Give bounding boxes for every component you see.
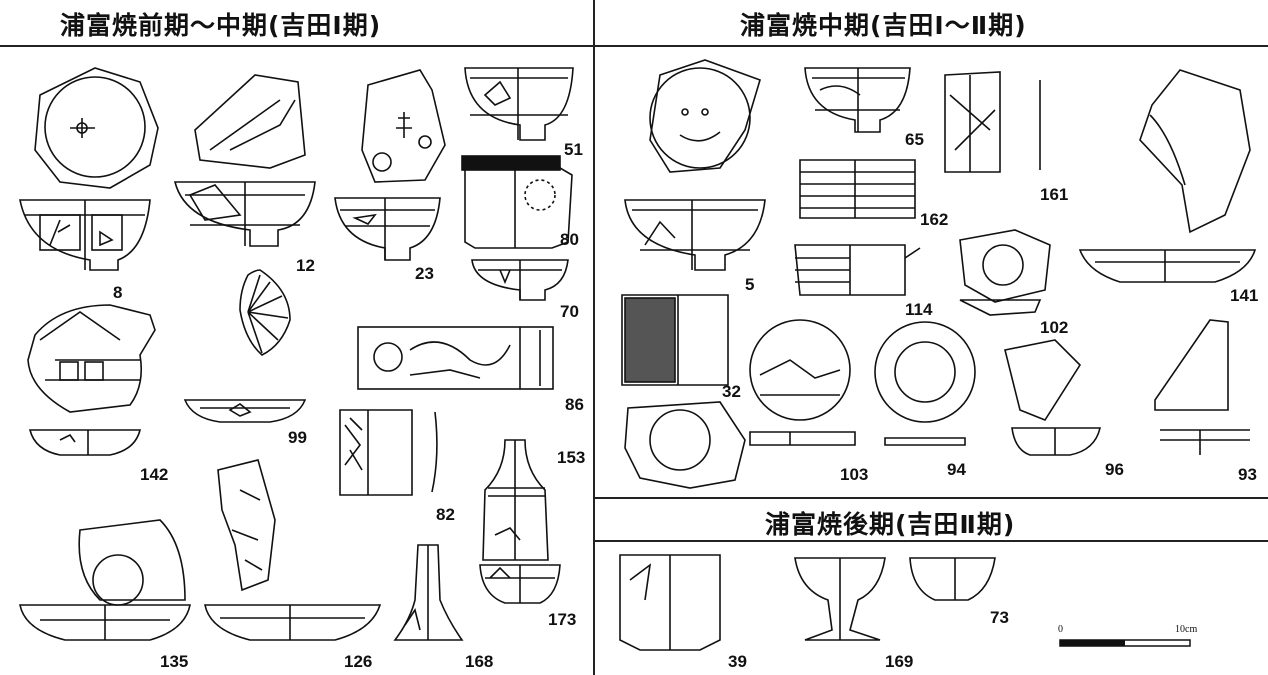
plate-103 — [749, 319, 856, 446]
late-section-bottom-rule — [595, 540, 1268, 542]
scale-label-start: 0 — [1058, 624, 1063, 635]
bowl-5 — [624, 199, 766, 271]
jar-32 — [621, 294, 729, 386]
label-142: 142 — [140, 465, 169, 484]
stem-cup-169 — [794, 557, 886, 641]
sherd-96 — [1004, 339, 1102, 456]
bottle-168 — [393, 544, 464, 641]
label-114: 114 — [905, 300, 933, 319]
box-86 — [357, 326, 554, 390]
label-32: 32 — [722, 382, 741, 401]
section-title-late: 浦富焼後期(吉田Ⅱ期) — [765, 510, 1016, 539]
plate-5-fragment — [649, 59, 761, 173]
label-80: 80 — [560, 230, 579, 249]
plate-142 — [27, 304, 156, 456]
plate-94 — [874, 321, 976, 446]
plate-126-bottom — [204, 604, 382, 641]
dish-141 — [1078, 249, 1257, 283]
label-86: 86 — [565, 395, 584, 414]
label-93: 93 — [1238, 465, 1257, 484]
plate-32-stamped — [624, 401, 746, 489]
label-162: 162 — [920, 210, 949, 229]
cup-51 — [464, 67, 574, 141]
label-161: 161 — [1040, 185, 1069, 204]
label-12: 12 — [296, 256, 315, 275]
label-99: 99 — [288, 428, 307, 447]
label-96: 96 — [1105, 460, 1124, 479]
cup-70 — [471, 259, 569, 301]
sherd-141 — [1139, 69, 1251, 234]
fragment-126 — [217, 459, 276, 592]
label-5: 5 — [745, 275, 755, 294]
label-23: 23 — [415, 264, 434, 283]
cup-73 — [909, 557, 996, 601]
label-73: 73 — [990, 608, 1009, 627]
label-153: 153 — [557, 448, 586, 467]
cup-65 — [804, 67, 911, 133]
section-title-mid: 浦富焼中期(吉田Ⅰ〜Ⅱ期) — [740, 11, 1027, 40]
label-103: 103 — [840, 465, 869, 484]
label-126: 126 — [344, 652, 373, 671]
label-173: 173 — [548, 610, 577, 629]
label-94: 94 — [947, 460, 966, 479]
cup-173 — [479, 564, 561, 604]
label-8: 8 — [113, 283, 123, 302]
jar-162 — [799, 159, 916, 219]
label-168: 168 — [465, 652, 494, 671]
bowl-12 — [173, 74, 316, 247]
sherd-161 — [944, 71, 1041, 173]
label-169: 169 — [885, 652, 914, 671]
label-82: 82 — [436, 505, 455, 524]
plate-135 — [19, 519, 191, 641]
vase-153 — [482, 439, 549, 561]
scale-label-end: 10cm — [1175, 624, 1198, 635]
pot-114 — [794, 244, 921, 296]
label-102: 102 — [1040, 318, 1069, 337]
jar-80 — [461, 155, 573, 249]
vertical-divider — [593, 0, 595, 675]
bowl-39 — [619, 554, 721, 651]
label-51: 51 — [564, 140, 583, 159]
dish-102 — [959, 229, 1051, 316]
bowl-23 — [334, 69, 446, 261]
dish-99 — [183, 399, 307, 423]
label-70: 70 — [560, 302, 579, 321]
bowl-8 — [19, 199, 151, 271]
label-65: 65 — [905, 130, 924, 149]
label-141: 141 — [1230, 286, 1259, 305]
section-title-early-mid: 浦富焼前期〜中期(吉田Ⅰ期) — [60, 11, 382, 40]
label-39: 39 — [728, 652, 747, 671]
sherd-dish-fragment — [34, 67, 159, 189]
label-135: 135 — [160, 652, 189, 671]
late-section-top-rule — [595, 497, 1268, 499]
jar-82 — [339, 409, 438, 496]
tile-93 — [1154, 319, 1250, 455]
fan-fragment — [239, 269, 291, 356]
top-border — [0, 45, 1268, 47]
